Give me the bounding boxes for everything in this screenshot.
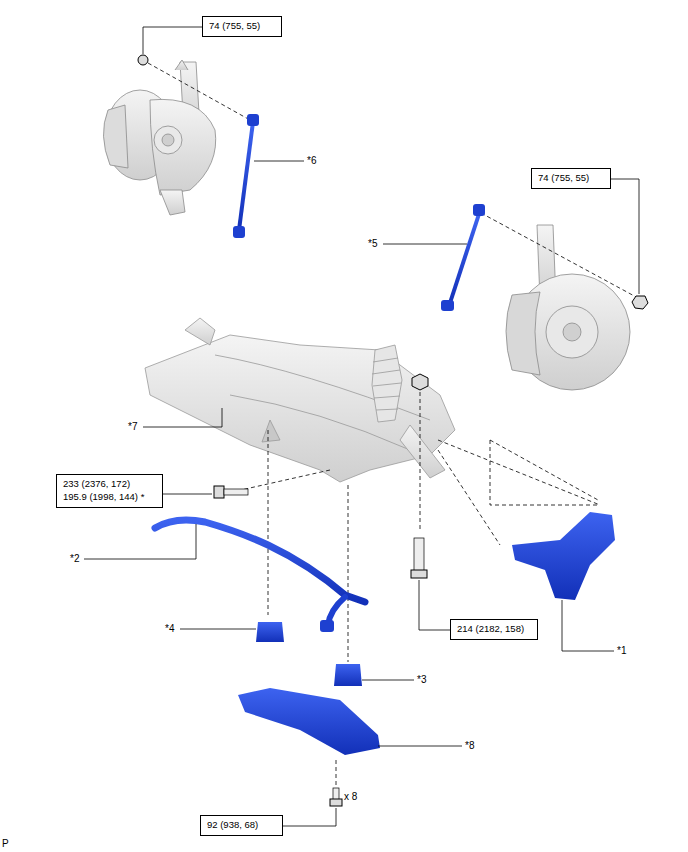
callout-number: *5	[368, 238, 377, 250]
nut	[412, 374, 428, 390]
bushing	[256, 622, 284, 642]
torque-spec-box: 92 (938, 68)	[200, 815, 283, 836]
callout-number: *8	[465, 740, 474, 752]
torque-value: 74 (755, 55)	[209, 20, 275, 33]
torque-value: 195.9 (1998, 144) *	[63, 491, 156, 504]
brace	[238, 688, 380, 755]
rack-boot	[372, 345, 402, 422]
torque-spec-box: 214 (2182, 158)	[450, 619, 538, 640]
callout-number: *7	[128, 421, 137, 433]
left-knuckle	[103, 60, 215, 215]
dash-line	[148, 63, 250, 120]
note: P	[2, 838, 9, 850]
torque-spec-box: 74 (755, 55)	[531, 168, 611, 189]
suspension-member	[145, 318, 455, 482]
torque-value: 74 (755, 55)	[538, 172, 604, 185]
note: x 8	[344, 791, 357, 803]
bolt	[214, 486, 248, 498]
torque-spec-box: 233 (2376, 172)195.9 (1998, 144) *	[56, 474, 163, 508]
bar-end	[320, 620, 334, 632]
callout-number: *2	[70, 553, 79, 565]
callout-number: *1	[617, 645, 626, 657]
bolt	[330, 788, 342, 806]
stabilizer-link	[233, 114, 259, 238]
bolt	[411, 538, 427, 578]
torque-value: 233 (2376, 172)	[63, 478, 156, 491]
nut	[632, 296, 648, 309]
right-knuckle	[506, 225, 630, 390]
callout-number: *3	[417, 674, 426, 686]
stabilizer-bar	[155, 520, 365, 602]
callout-number: *6	[307, 155, 316, 167]
bushing	[334, 664, 362, 686]
torque-value: 92 (938, 68)	[207, 819, 276, 832]
dash-line	[481, 213, 638, 298]
leader-lines	[84, 27, 639, 826]
torque-value: 214 (2182, 158)	[457, 623, 531, 636]
lower-arm	[512, 512, 615, 600]
torque-spec-box: 74 (755, 55)	[202, 16, 282, 37]
callout-number: *4	[165, 623, 174, 635]
dash-lines	[232, 392, 600, 790]
nut	[138, 55, 148, 65]
stabilizer-link	[441, 204, 485, 311]
